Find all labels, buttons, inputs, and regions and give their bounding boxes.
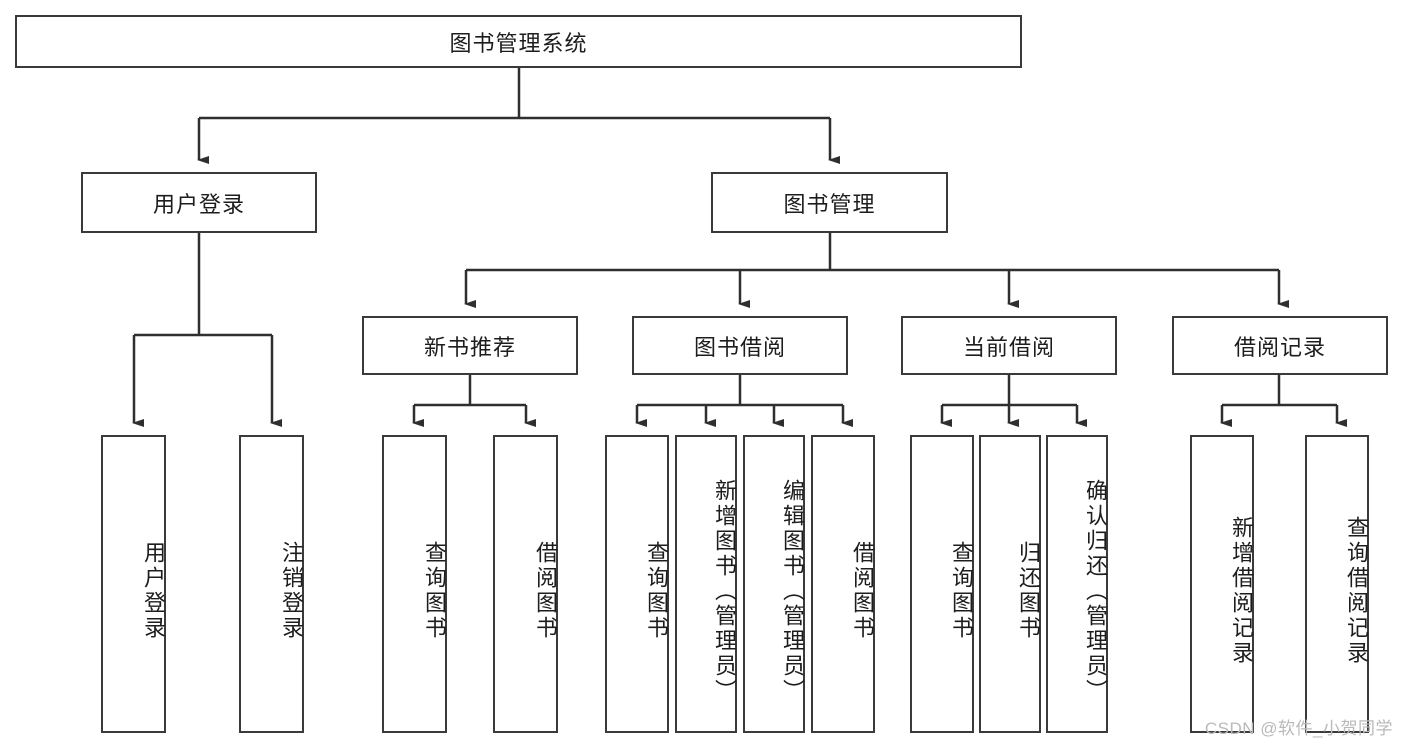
leaf-logout[interactable]: 注销登录 <box>239 435 304 733</box>
leaf-add-borrow-record-label: 新增借阅记录 <box>1229 516 1254 666</box>
node-new-book-recommend-label: 新书推荐 <box>423 334 516 360</box>
node-user-login[interactable]: 用户登录 <box>81 172 317 233</box>
node-book-borrow-label: 图书借阅 <box>693 334 786 360</box>
node-new-book-recommend[interactable]: 新书推荐 <box>362 316 578 375</box>
leaf-confirm-return-admin[interactable]: 确认归还（管理员） <box>1046 435 1108 733</box>
leaf-return-book[interactable]: 归还图书 <box>979 435 1041 733</box>
watermark: CSDN @软件_小贺同学 <box>1204 719 1393 738</box>
node-book-management[interactable]: 图书管理 <box>711 172 948 233</box>
leaf-confirm-return-admin-label: 确认归还（管理员） <box>1083 478 1108 704</box>
leaf-new-book-query[interactable]: 查询图书 <box>382 435 447 733</box>
node-book-borrow[interactable]: 图书借阅 <box>632 316 848 375</box>
leaf-add-book-admin[interactable]: 新增图书（管理员） <box>675 435 737 733</box>
leaf-add-book-admin-label: 新增图书（管理员） <box>712 478 737 704</box>
leaf-logout-label: 注销登录 <box>279 541 304 641</box>
node-root[interactable]: 图书管理系统 <box>15 15 1022 68</box>
leaf-borrow-book-label: 借阅图书 <box>850 541 875 641</box>
leaf-edit-book-admin[interactable]: 编辑图书（管理员） <box>743 435 805 733</box>
leaf-new-book-borrow[interactable]: 借阅图书 <box>493 435 558 733</box>
leaf-borrow-book[interactable]: 借阅图书 <box>811 435 875 733</box>
leaf-new-book-query-label: 查询图书 <box>422 541 447 641</box>
leaf-borrow-query-book[interactable]: 查询图书 <box>605 435 669 733</box>
node-current-borrow[interactable]: 当前借阅 <box>901 316 1117 375</box>
node-borrow-record-label: 借阅记录 <box>1233 334 1326 360</box>
node-root-label: 图书管理系统 <box>449 30 588 56</box>
leaf-add-borrow-record[interactable]: 新增借阅记录 <box>1190 435 1254 733</box>
leaf-query-borrow-record[interactable]: 查询借阅记录 <box>1305 435 1369 733</box>
leaf-return-book-label: 归还图书 <box>1016 541 1041 641</box>
leaf-user-login-label: 用户登录 <box>141 541 166 641</box>
node-user-login-label: 用户登录 <box>152 191 245 217</box>
leaf-edit-book-admin-label: 编辑图书（管理员） <box>780 478 805 704</box>
leaf-new-book-borrow-label: 借阅图书 <box>533 541 558 641</box>
leaf-query-borrow-record-label: 查询借阅记录 <box>1344 516 1369 666</box>
leaf-current-query-book-label: 查询图书 <box>949 541 974 641</box>
leaf-current-query-book[interactable]: 查询图书 <box>910 435 974 733</box>
node-book-management-label: 图书管理 <box>783 191 876 217</box>
node-borrow-record[interactable]: 借阅记录 <box>1172 316 1388 375</box>
leaf-user-login[interactable]: 用户登录 <box>101 435 166 733</box>
leaf-borrow-query-book-label: 查询图书 <box>644 541 669 641</box>
node-current-borrow-label: 当前借阅 <box>962 334 1055 360</box>
